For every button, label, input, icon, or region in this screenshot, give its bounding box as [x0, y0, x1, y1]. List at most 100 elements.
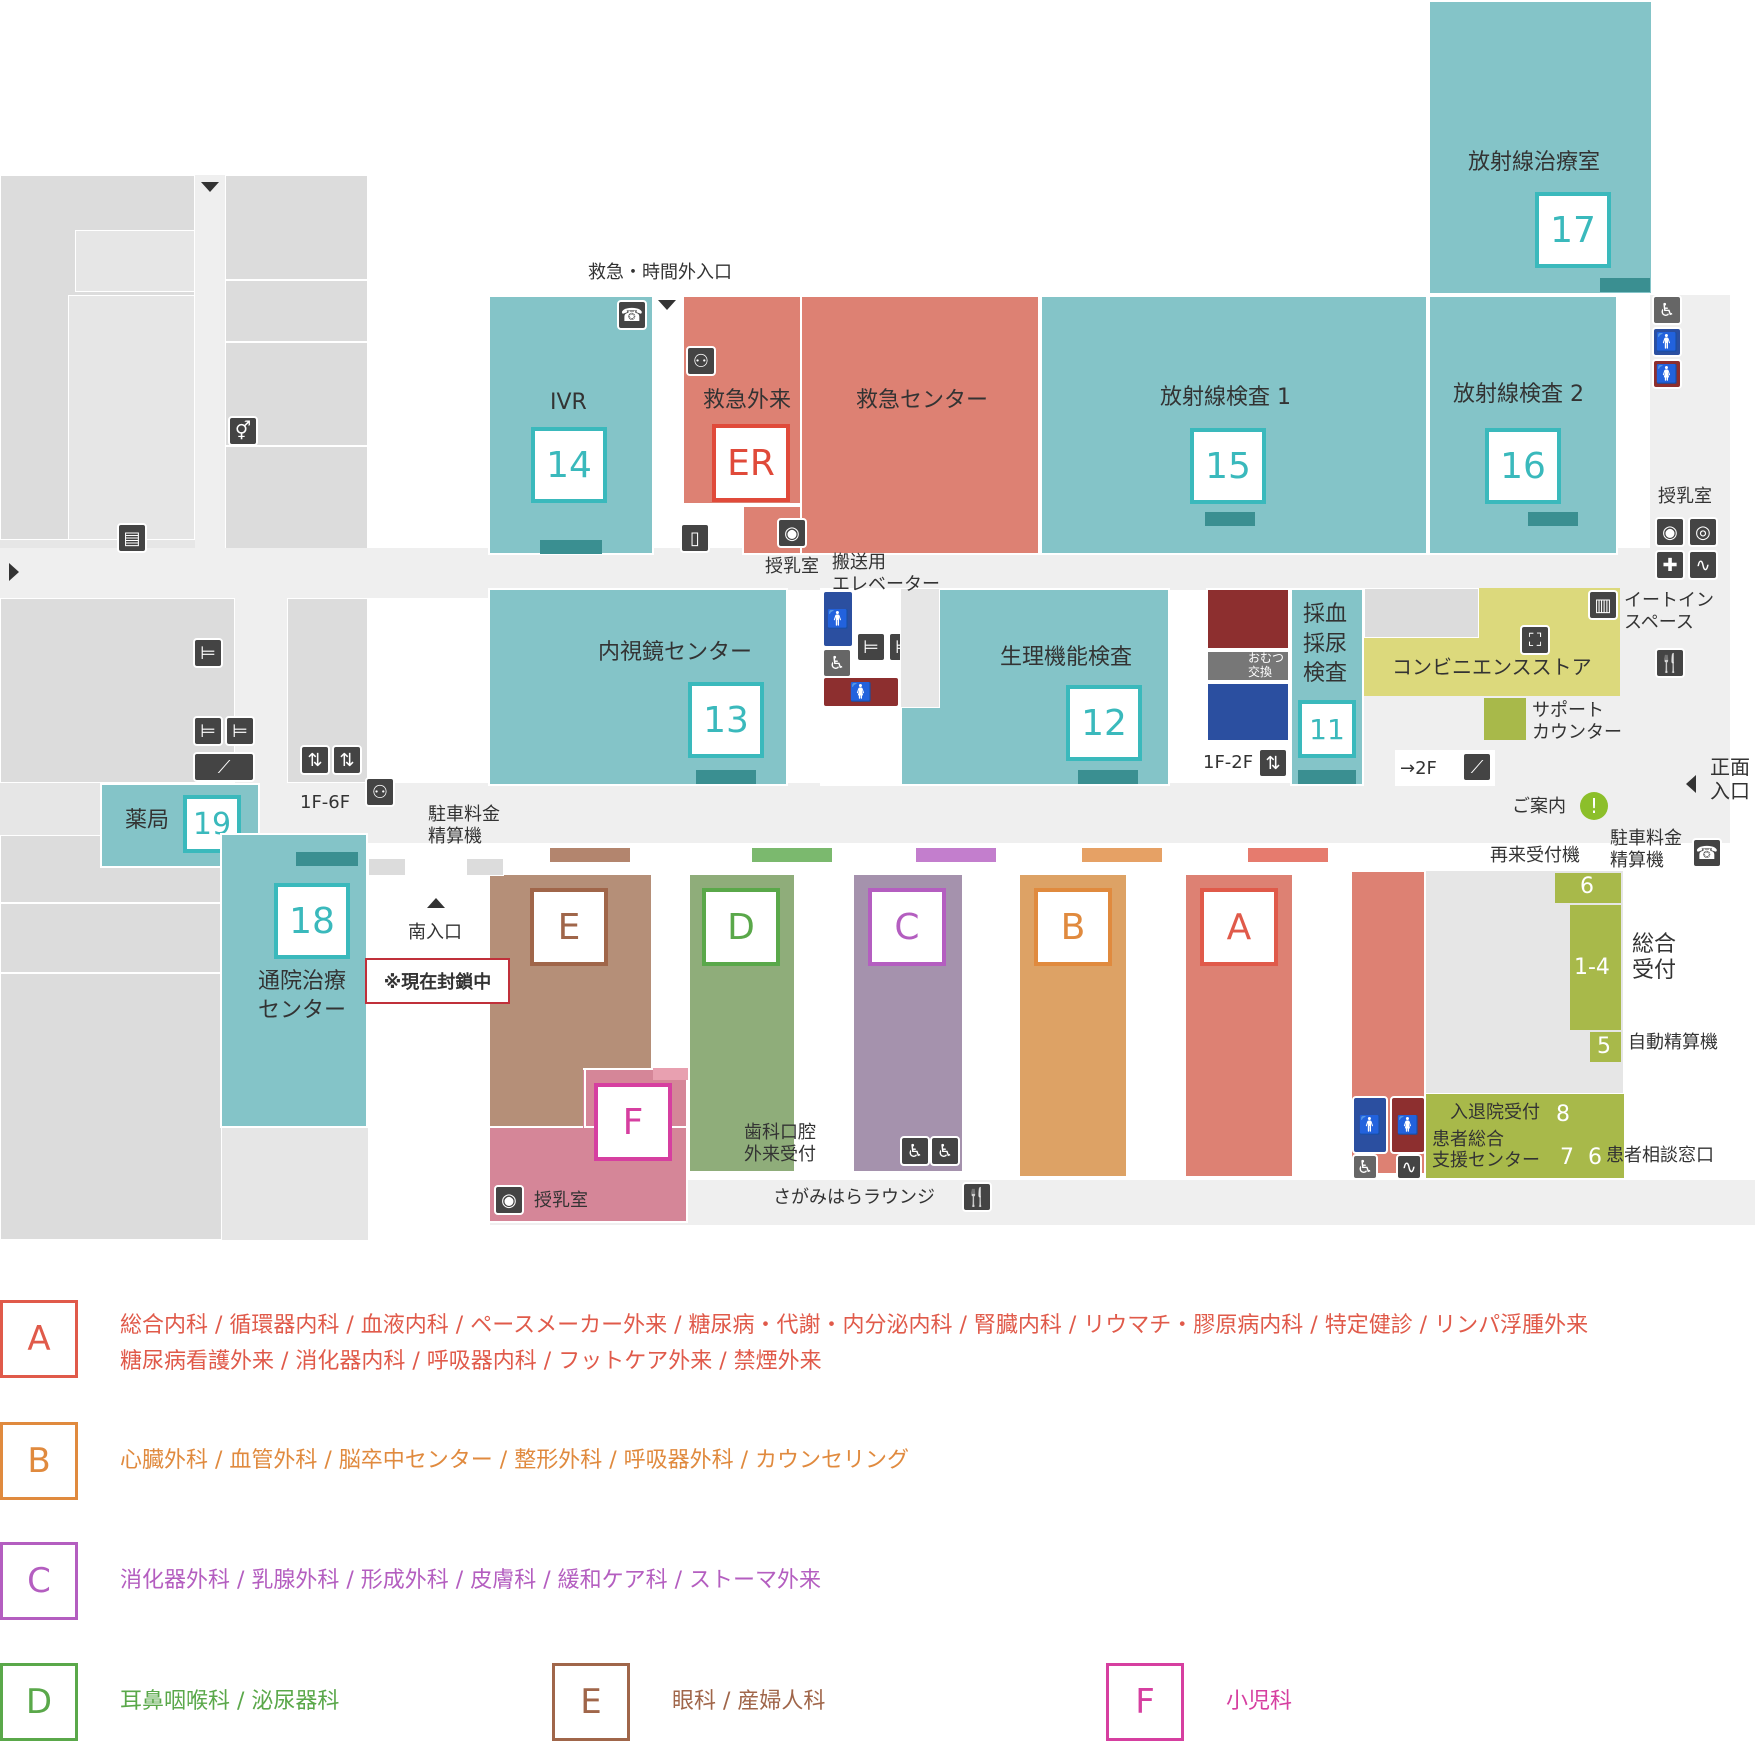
nursing-room-top-label: 授乳室	[1658, 486, 1712, 507]
nursing-room-f-icon: ◉	[494, 1185, 524, 1215]
accessible-dept-c-icon: ♿	[900, 1136, 930, 1166]
elevator-1f2f-label: 1F-2F	[1203, 752, 1254, 773]
lounge-label: さがみはらラウンジ	[773, 1187, 935, 1208]
floor-map: 放射線治療室 17 IVR 14 救急外来 ER 救急センター 放射線検査 1 …	[0, 0, 1755, 1240]
intercom-icon: ☎	[617, 300, 647, 330]
outpatient-label: 通院治療センター	[258, 969, 347, 1023]
top-entry-arrow	[201, 182, 219, 192]
dept-e-box: E	[530, 888, 608, 966]
radiation-therapy-label: 放射線治療室	[1468, 150, 1601, 175]
support-counter-label: サポートカウンター	[1532, 700, 1622, 743]
legend-b-box: B	[0, 1422, 78, 1500]
dept-c-cap	[916, 848, 996, 862]
dept-d-cap	[752, 848, 832, 862]
mens-toilet-blood	[1206, 682, 1290, 742]
reception-machine-label: 再来受付機	[1490, 845, 1580, 866]
legend-e-text: 眼科 / 産婦人科	[672, 1684, 825, 1720]
womens-toilet-bottom-icon: 🚺	[1390, 1096, 1426, 1154]
dept-a-cap	[1248, 848, 1328, 862]
radiology-1-label: 放射線検査 1	[1160, 385, 1291, 410]
emergency-entrance-arrow	[658, 300, 676, 310]
first-aid-icon: ✚	[1655, 550, 1685, 580]
escalator-left-icon: ⟋	[193, 752, 255, 782]
womens-toilet-center-icon: 🚺	[822, 676, 900, 708]
parking-right-label: 駐車料金精算機	[1610, 828, 1682, 871]
legend-line: 糖尿病看護外来 / 消化器内科 / 呼吸器内科 / フットケア外来 / 禁煙外来	[120, 1349, 822, 1374]
dept-d-box: D	[702, 888, 780, 966]
legend-line: 小児科	[1226, 1689, 1293, 1714]
dept-c-box: C	[868, 888, 946, 966]
legend-f-box: F	[1106, 1663, 1184, 1741]
endoscopy-label: 内視鏡センター	[598, 640, 753, 665]
er-outpatient-label: 救急外来	[703, 388, 792, 413]
legend-line: 総合内科 / 循環器内科 / 血液内科 / ペースメーカー外来 / 糖尿病・代謝…	[120, 1313, 1589, 1338]
left-block-2	[225, 175, 368, 280]
south-entrance-label: 南入口	[408, 922, 462, 943]
womens-toilet-icon: 🚺	[1652, 359, 1682, 389]
nursing-er-icon: ◉	[777, 518, 807, 548]
er-box: ER	[712, 424, 790, 502]
dental-label: 歯科口腔外来受付	[744, 1122, 816, 1165]
baby-icon: ◎	[1688, 517, 1718, 547]
trash-icon: ▯	[680, 523, 710, 553]
legend-b-text: 心臓外科 / 血管外科 / 脳卒中センター / 整形外科 / 呼吸器外科 / カ…	[120, 1443, 909, 1479]
accessible-dept-c-icon-2: ♿	[930, 1136, 960, 1166]
elevator-left-icon: ⇅	[300, 745, 330, 775]
dept-f-box: F	[594, 1083, 672, 1161]
emergency-center[interactable]	[800, 295, 1040, 555]
physiology-label: 生理機能検査	[1000, 645, 1133, 670]
dept-b-cap	[1082, 848, 1162, 862]
pharmacy-label: 薬局	[125, 808, 170, 833]
legend-d-text: 耳鼻咽喉科 / 泌尿器科	[120, 1684, 339, 1720]
radiology-2-label: 放射線検査 2	[1453, 382, 1584, 407]
waiting-icon: ⚇	[686, 346, 716, 376]
dept-b-box: B	[1034, 888, 1112, 966]
legend-f-text: 小児科	[1226, 1684, 1292, 1720]
dept-a-box: A	[1200, 888, 1278, 966]
ivr-room[interactable]	[488, 295, 654, 555]
lounge-restaurant-icon: 🍴	[962, 1182, 992, 1212]
elevator-left-icon-2: ⇅	[332, 745, 362, 775]
elevator-1f6f-label: 1F-6F	[300, 792, 351, 813]
nursing-room-f-label: 授乳室	[534, 1190, 588, 1211]
escalator-icon: ⟋	[1462, 752, 1492, 782]
mens-toilet-center-icon: 🚹	[822, 590, 854, 648]
counter-5	[1590, 1032, 1621, 1062]
toilet-left-icon: ⚥	[228, 416, 258, 446]
general-reception-label: 総合受付	[1632, 932, 1677, 984]
south-entrance-arrow	[427, 898, 445, 908]
diaper-label: おむつ交換	[1248, 651, 1285, 679]
room-number-13: 13	[688, 682, 764, 758]
mens-toilet-icon: 🚹	[1652, 327, 1682, 357]
atm-icon: ▥	[1588, 590, 1618, 620]
diaper-bottom-icon: ∿	[1396, 1154, 1422, 1180]
front-entrance-label: 正面入口	[1710, 755, 1750, 803]
admission-area[interactable]	[1426, 1094, 1624, 1178]
room-number-14: 14	[531, 427, 607, 503]
accessible-bottom-icon: ♿	[1352, 1154, 1378, 1180]
parking-pay-right-icon: ☎	[1692, 838, 1722, 868]
outpatient-treatment-center[interactable]	[220, 833, 368, 1128]
elevator-1f2f-icon: ⇅	[1258, 748, 1288, 778]
to-2f-label: →2F	[1400, 758, 1437, 779]
stretcher-left-icon-3: ⊨	[225, 716, 255, 746]
auto-pay-label: 自動精算機	[1628, 1032, 1718, 1053]
stretcher-left-icon-2: ⊨	[193, 716, 223, 746]
restaurant-icon: 🍴	[1655, 648, 1685, 678]
guide-icon: !	[1580, 792, 1608, 820]
shop-icon: ⛶	[1520, 625, 1550, 655]
legend-line: 心臓外科 / 血管外科 / 脳卒中センター / 整形外科 / 呼吸器外科 / カ…	[120, 1448, 909, 1473]
radiology-exam-2[interactable]	[1428, 295, 1618, 555]
guide-label: ご案内	[1512, 796, 1566, 817]
legend-a-box: A	[0, 1300, 78, 1378]
family-icon: ⚇	[365, 777, 395, 807]
legend-a-text: 総合内科 / 循環器内科 / 血液内科 / ペースメーカー外来 / 糖尿病・代謝…	[120, 1308, 1588, 1380]
radiology-exam-1[interactable]	[1040, 295, 1428, 555]
legend-c-box: C	[0, 1542, 78, 1620]
diaper-icon: ∿	[1688, 550, 1718, 580]
accessible-center-icon: ♿	[822, 648, 852, 678]
legend-line: 耳鼻咽喉科 / 泌尿器科	[120, 1689, 340, 1714]
dept-e-cap	[550, 848, 630, 862]
closed-notice: ※現在封鎖中	[365, 958, 510, 1004]
legend-d-box: D	[0, 1663, 78, 1741]
